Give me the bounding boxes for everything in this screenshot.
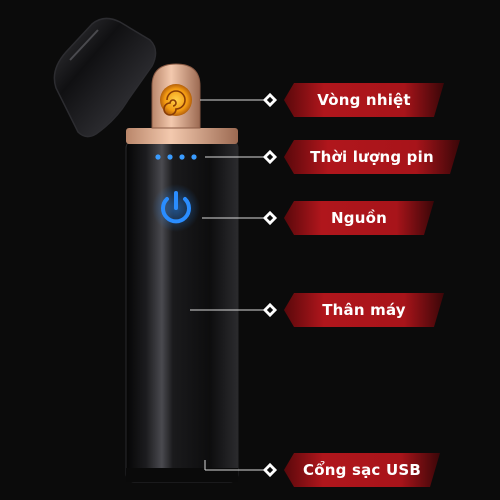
battery-dot-icon [167,154,173,160]
diamond-marker-icon [262,210,278,226]
diamond-markers [262,92,278,478]
callout-label: Vòng nhiệt [317,91,411,109]
callout-body: Thân máy [284,293,444,327]
callout-label: Thời lượng pin [310,148,434,166]
callout-battery-time: Thời lượng pin [284,140,460,174]
leader-lines [190,99,268,471]
diamond-marker-icon [262,149,278,165]
heating-coil-icon [160,84,192,116]
heating-head [151,63,201,129]
lighter-neck [126,128,238,144]
battery-indicator [155,154,197,160]
callout-heating-coil: Vòng nhiệt [284,83,444,117]
lighter-lid [53,17,157,138]
lighter-body [125,139,239,483]
callout-label: Cổng sạc USB [303,461,421,479]
diamond-marker-icon [262,92,278,108]
diamond-marker-icon [262,302,278,318]
battery-dot-icon [179,154,185,160]
power-icon[interactable] [152,184,200,232]
diamond-marker-icon [262,462,278,478]
callout-power: Nguồn [284,201,434,235]
callout-label: Thân máy [322,301,406,319]
callout-usb-port: Cổng sạc USB [284,453,440,487]
callout-label: Nguồn [331,209,387,227]
battery-dot-icon [155,154,161,160]
battery-dot-icon [191,154,197,160]
